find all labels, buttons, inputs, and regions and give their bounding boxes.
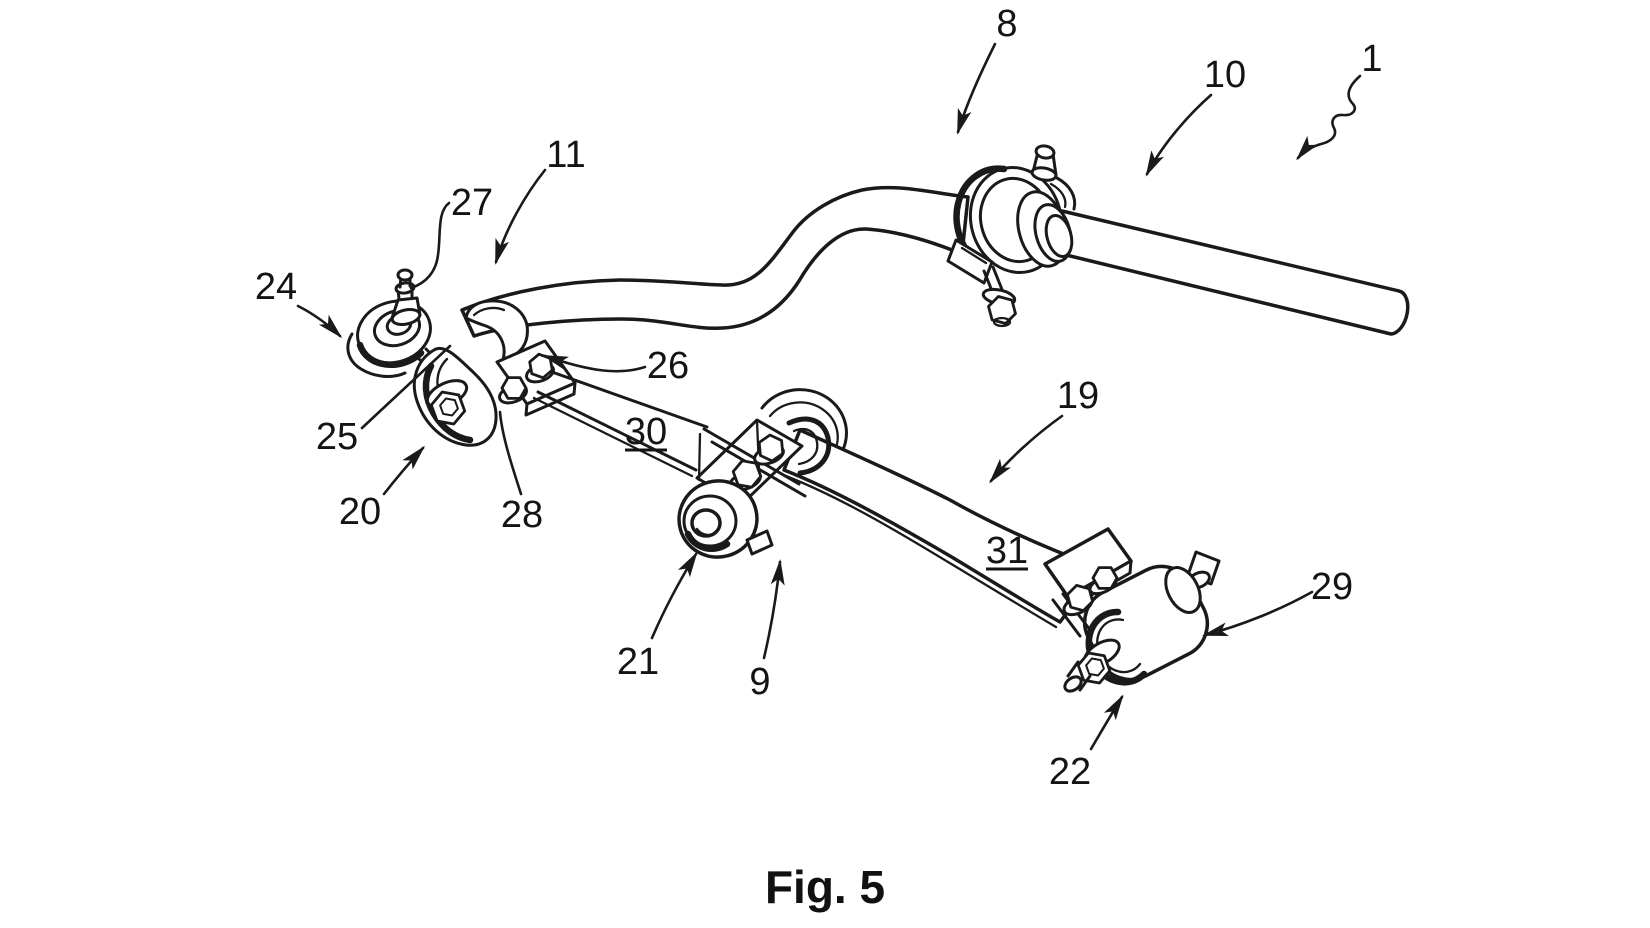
ref-label-8: 8 — [996, 3, 1017, 45]
link-bar — [532, 370, 709, 478]
ref-label-25: 25 — [316, 416, 358, 458]
ref-label-19: 19 — [1057, 375, 1099, 417]
ref-label-30: 30 — [625, 411, 667, 453]
leader-27 — [409, 201, 451, 290]
ref-label-28: 28 — [501, 494, 543, 536]
end-stud — [1164, 550, 1221, 614]
center-bushing — [677, 479, 774, 559]
ref-label-9: 9 — [749, 661, 770, 703]
end-bolt — [1063, 638, 1121, 693]
leader-11 — [494, 168, 547, 265]
leader-21 — [650, 551, 698, 640]
ref-label-31: 31 — [986, 530, 1028, 572]
ref-label-22: 22 — [1049, 751, 1091, 793]
top-clamp-bushing — [946, 144, 1077, 328]
center-bushing-assembly — [677, 388, 1102, 629]
upper-stabilizer-bar — [460, 185, 970, 338]
ref-label-21: 21 — [617, 641, 659, 683]
leader-20 — [382, 445, 426, 496]
leader-25 — [360, 344, 452, 430]
end-bracket — [1043, 527, 1133, 638]
leader-9 — [762, 559, 785, 660]
figure-caption: Fig. 5 — [765, 861, 885, 913]
leader-28 — [498, 410, 523, 496]
ref-label-10: 10 — [1204, 54, 1246, 96]
ref-label-27: 27 — [451, 182, 493, 224]
clamp-bolt — [981, 265, 1017, 328]
end-bushing-assembly — [1043, 527, 1221, 693]
rod-end — [1056, 209, 1410, 336]
leader-22 — [1089, 694, 1124, 751]
ball-stud — [390, 268, 422, 326]
ref-label-24: 24 — [255, 266, 297, 308]
u-strap — [786, 416, 832, 476]
leader-8 — [956, 42, 997, 135]
saddle-bracket — [464, 299, 529, 362]
ref-label-11: 11 — [546, 134, 585, 176]
leader-lines — [296, 42, 1362, 751]
clamp-stud — [1030, 144, 1058, 182]
ref-label-20: 20 — [339, 491, 381, 533]
ref-label-29: 29 — [1311, 566, 1353, 608]
ref-label-1: 1 — [1361, 38, 1382, 80]
ref-label-26: 26 — [647, 345, 689, 387]
lower-stabilizer-bar — [782, 428, 1102, 629]
leader-10 — [1145, 93, 1213, 177]
leader-26 — [542, 354, 647, 373]
leader-19 — [989, 414, 1064, 484]
clamp-body — [412, 346, 498, 447]
leader-29 — [1202, 590, 1314, 637]
leader-1 — [1296, 74, 1362, 161]
leader-24 — [296, 304, 343, 339]
